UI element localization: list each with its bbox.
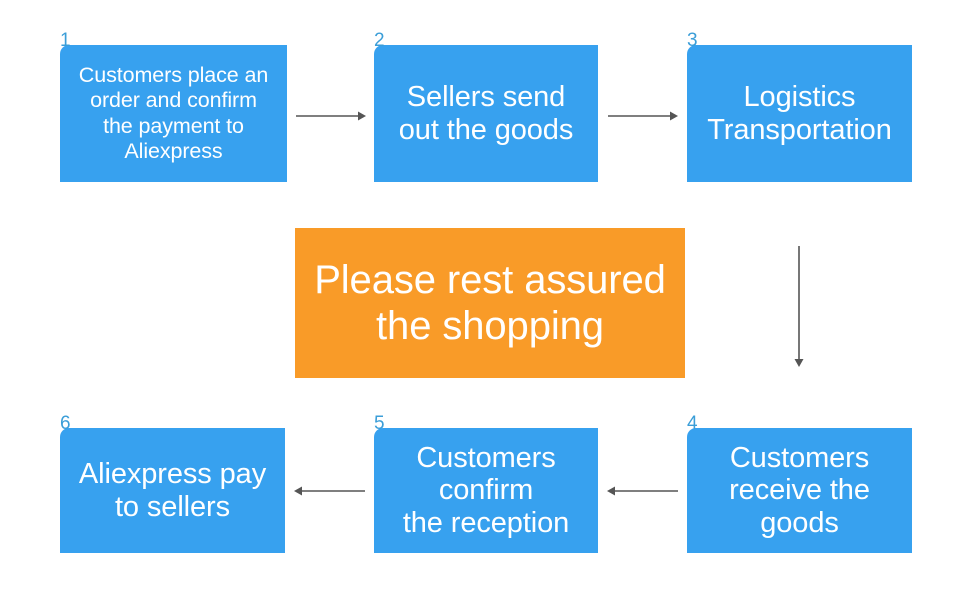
- arrow-left-icon-5-to-6: [294, 486, 365, 496]
- process-node-4[interactable]: Customers receive the goods: [687, 428, 912, 553]
- step-number-2: 2: [374, 30, 385, 51]
- assurance-banner: Please rest assured the shopping: [295, 228, 685, 378]
- assurance-banner-label: Please rest assured the shopping: [314, 257, 666, 348]
- arrow-right-icon-2-to-3: [608, 111, 678, 121]
- step-number-1: 1: [60, 30, 71, 51]
- arrow-down-icon-3-to-4: [794, 246, 804, 367]
- step-number-6: 6: [60, 413, 71, 434]
- process-node-6-label: Aliexpress pay to sellers: [78, 458, 267, 523]
- process-node-2[interactable]: Sellers send out the goods: [374, 45, 598, 182]
- process-node-3-label: Logistics Transportation: [707, 81, 892, 146]
- process-node-2-label: Sellers send out the goods: [398, 81, 574, 146]
- step-number-4: 4: [687, 413, 698, 434]
- process-node-1[interactable]: Customers place an order and confirm the…: [60, 45, 287, 182]
- process-node-5[interactable]: Customers confirm the reception: [374, 428, 598, 553]
- process-node-3[interactable]: Logistics Transportation: [687, 45, 912, 182]
- step-number-3: 3: [687, 30, 698, 51]
- process-node-6[interactable]: Aliexpress pay to sellers: [60, 428, 285, 553]
- arrow-left-icon-4-to-5: [607, 486, 678, 496]
- process-node-1-label: Customers place an order and confirm the…: [78, 62, 269, 163]
- arrow-right-icon-1-to-2: [296, 111, 366, 121]
- step-number-5: 5: [374, 413, 385, 434]
- process-node-5-label: Customers confirm the reception: [402, 441, 570, 539]
- process-node-4-label: Customers receive the goods: [729, 441, 870, 539]
